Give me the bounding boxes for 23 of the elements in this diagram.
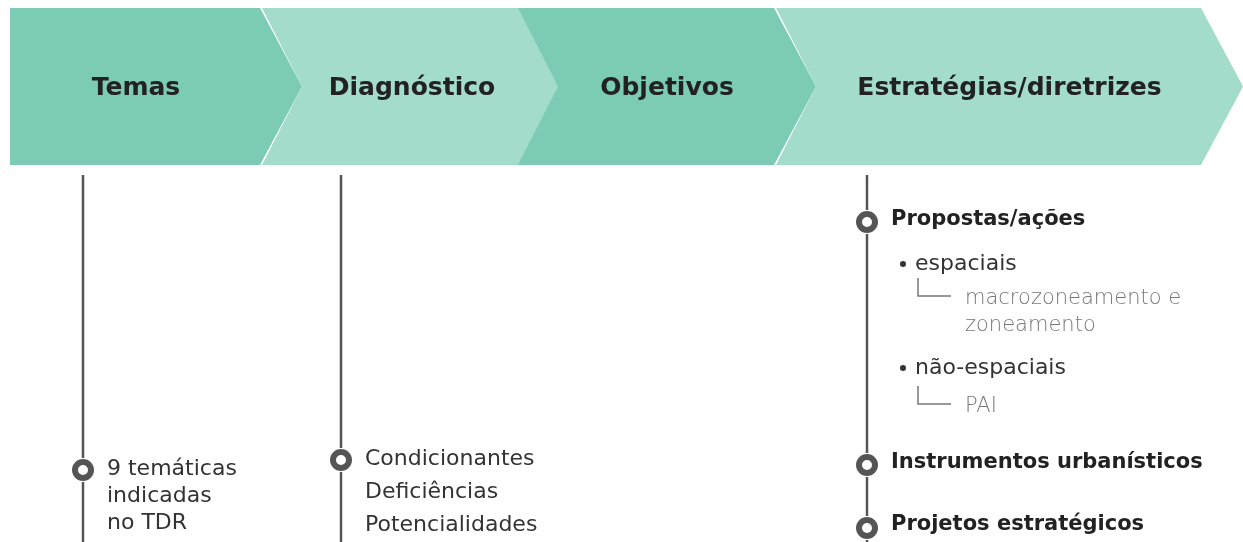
item-text: Deficiências — [365, 477, 500, 505]
item-text: Projetos estratégicos — [891, 510, 1146, 537]
timeline-line — [865, 477, 869, 516]
item-text: 9 temáticas indicadas no TDR — [107, 454, 237, 535]
timeline-line — [339, 175, 343, 448]
step-title: Objetivos — [600, 72, 734, 101]
sub-item-text: macrozoneamento e zoneamento — [965, 284, 1183, 338]
item-text: Propostas/ações — [891, 205, 1087, 232]
chevron-step — [776, 8, 1243, 165]
item-text: Condicionantes — [365, 444, 536, 472]
timeline-line — [81, 175, 85, 458]
item-text: Instrumentos urbanísticos — [891, 448, 1204, 475]
step-title: Estratégias/diretrizes — [857, 72, 1162, 101]
step-title: Diagnóstico — [328, 72, 496, 101]
chevron-step — [10, 8, 302, 165]
step-title: Temas — [91, 72, 181, 101]
sub-item-text: PAI — [965, 392, 998, 419]
item-text: Potencialidades — [365, 510, 539, 538]
timeline-line — [865, 234, 869, 453]
chevron-step — [518, 8, 816, 165]
timeline-line — [865, 175, 869, 210]
list-item-text: espaciais — [915, 249, 1017, 277]
list-item-text: não-espaciais — [915, 353, 1066, 381]
